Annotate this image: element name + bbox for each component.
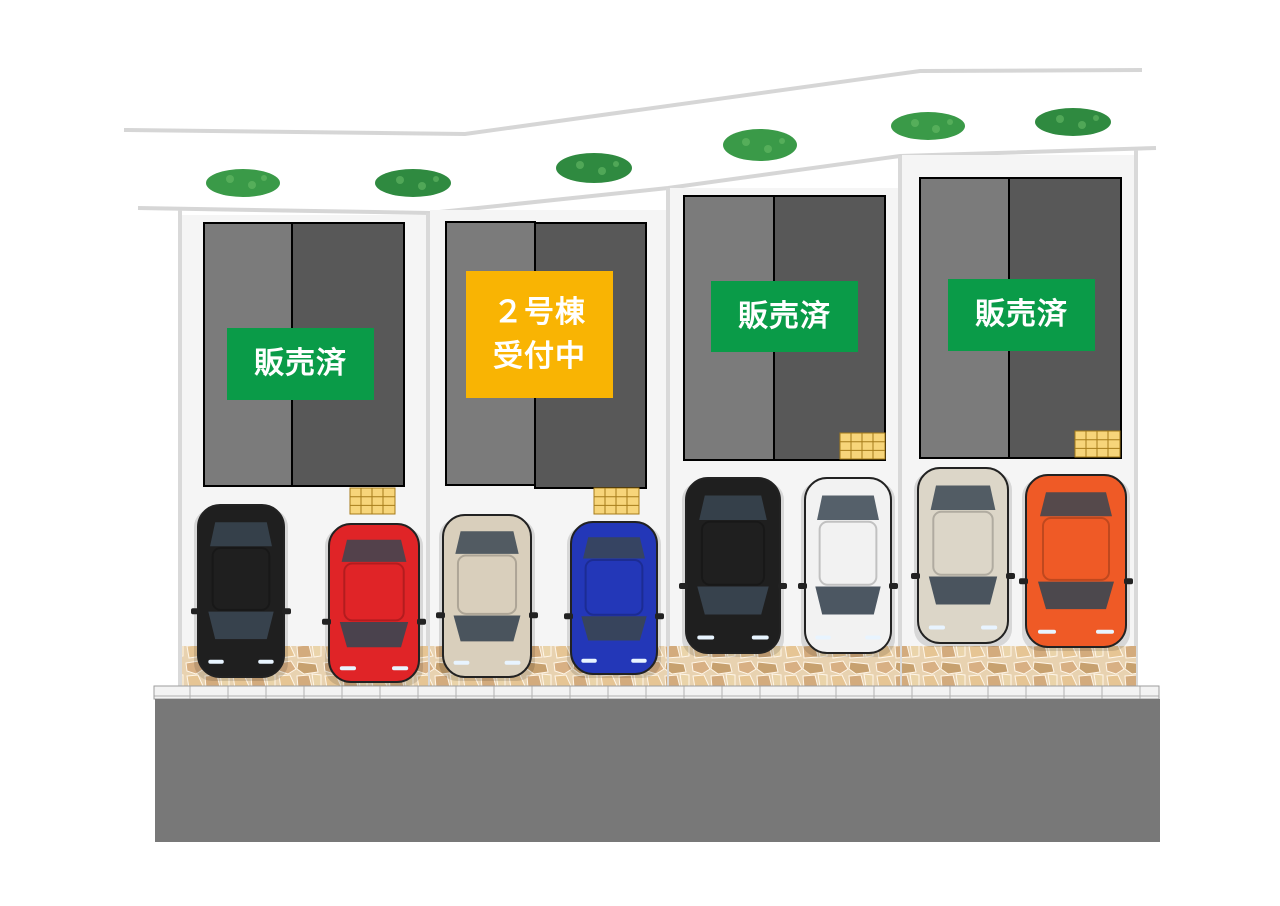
lot-2-status-label: ２号棟 受付中	[466, 271, 613, 398]
lot-1-status-text: 販売済	[254, 346, 347, 382]
car	[798, 477, 898, 657]
hedge	[375, 169, 451, 197]
window-grid	[1074, 430, 1121, 458]
curb	[153, 685, 1160, 700]
car	[564, 521, 664, 678]
hedge	[891, 112, 965, 140]
lot-1-status-label: 販売済	[227, 328, 374, 400]
car	[911, 467, 1015, 647]
window-grid	[839, 432, 886, 460]
car	[436, 514, 538, 681]
window-grid	[349, 487, 396, 515]
hedge	[206, 169, 280, 197]
lot-3-status-label: 販売済	[711, 281, 858, 352]
lot-2-status-text: 受付中	[493, 338, 586, 374]
hedge	[1035, 108, 1111, 136]
lot-3-status-text: 販売済	[738, 298, 831, 334]
car	[679, 477, 787, 657]
hedge	[556, 153, 632, 183]
cars	[191, 467, 1133, 686]
lot-4-status-label: 販売済	[948, 279, 1095, 351]
lot-4-status-text: 販売済	[975, 297, 1068, 333]
window-grids	[349, 430, 1121, 515]
hedge	[723, 129, 797, 161]
lot-dividers	[178, 150, 1138, 690]
hedges	[206, 108, 1111, 197]
car	[191, 504, 291, 681]
car	[1019, 474, 1133, 651]
window-grid	[593, 487, 640, 515]
car	[322, 523, 426, 686]
lot-2-building-text: ２号棟	[493, 295, 586, 330]
road	[155, 699, 1160, 842]
